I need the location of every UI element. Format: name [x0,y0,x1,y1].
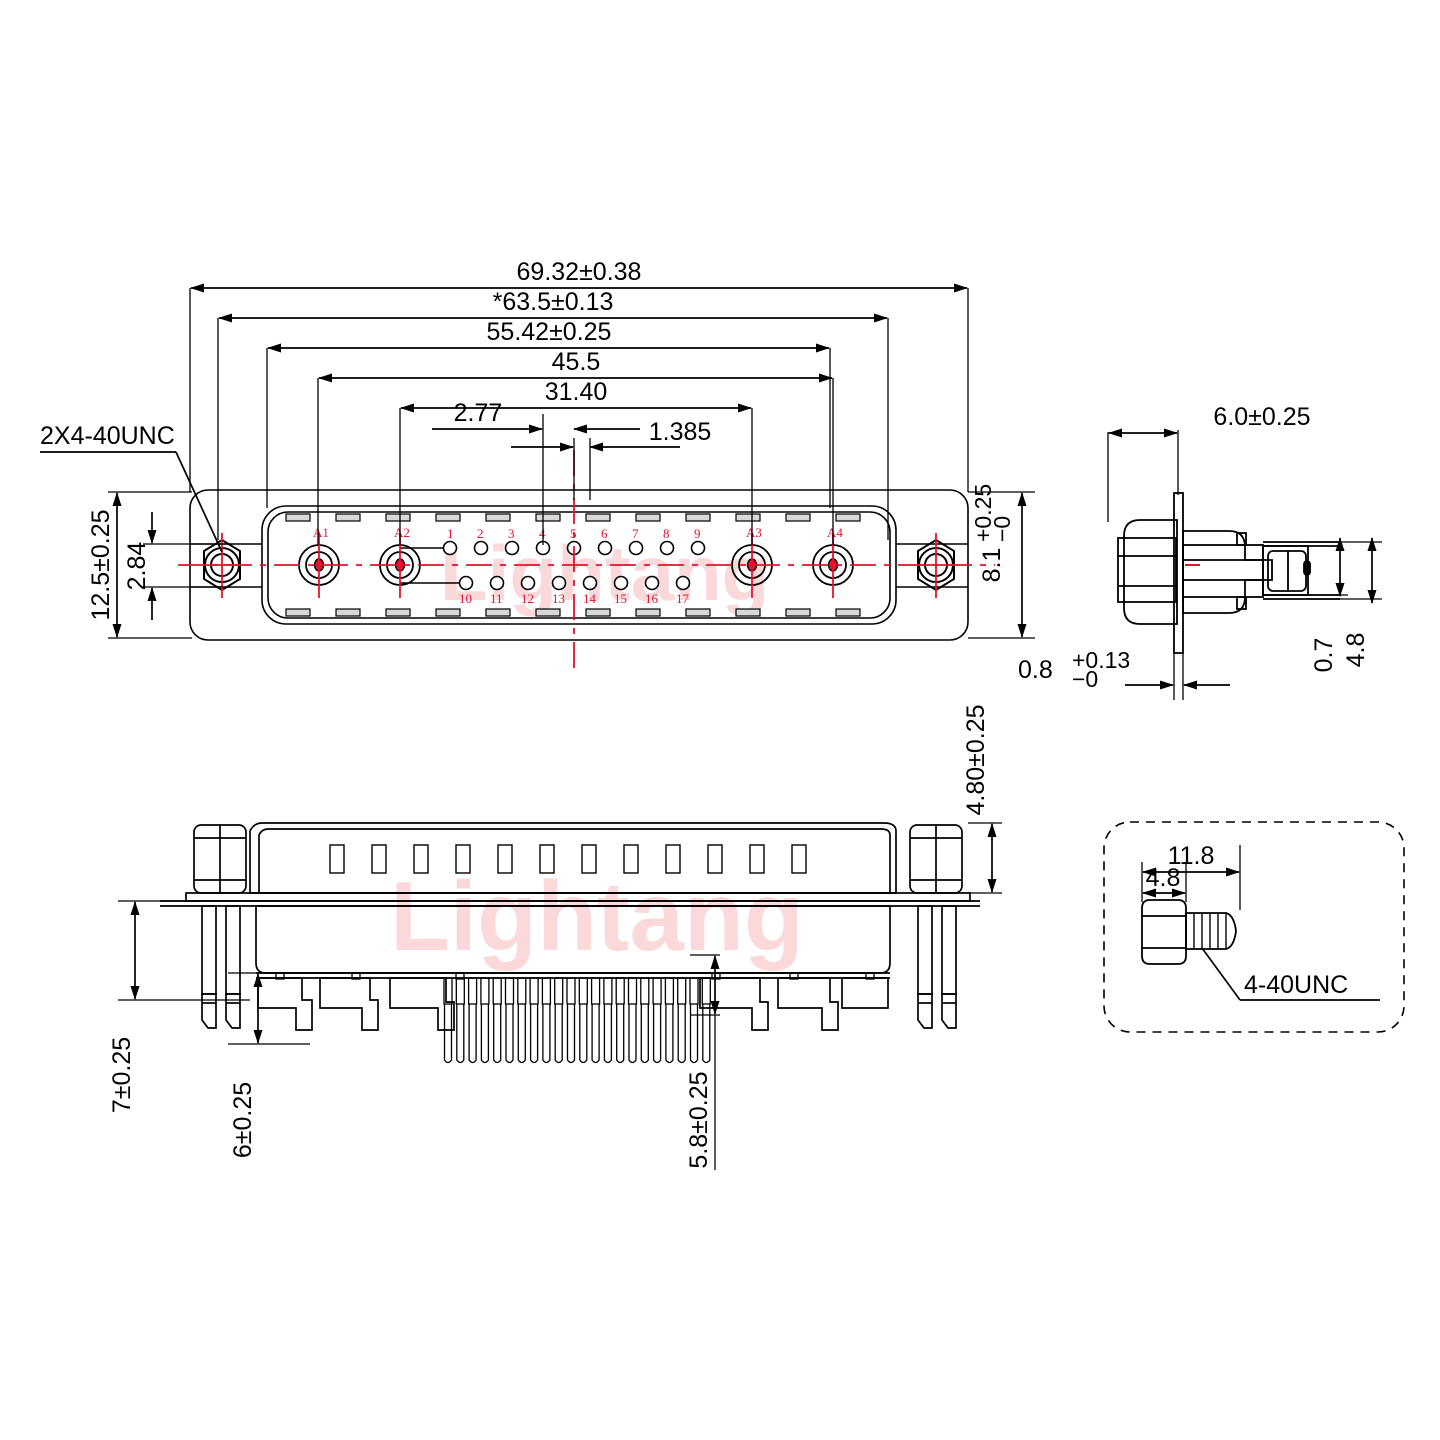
front-left-vert-dims [108,491,230,639]
pin-label-3: 3 [508,526,515,541]
pin-label-8: 8 [663,526,670,541]
dim-text-5-8: 5.8±0.25 [685,1071,713,1168]
callout-text-4-40unc: 4-40UNC [1244,971,1348,999]
dim-text-8-1-group: 8.1 +0.25 −0 [970,484,1015,583]
dim-text-8-1: 8.1 [978,548,1006,583]
pin-label-11: 11 [490,591,503,606]
dim-text-45-5: 45.5 [552,348,601,376]
dim-text-0-7: 0.7 [1310,638,1338,673]
bottom-view-jackscrew-left [193,824,247,1029]
bottom-view-geometry [160,822,980,1031]
signal-pin-holes [442,540,706,591]
dim-text-69-32: 69.32±0.38 [517,258,642,286]
dim-text-12-5: 12.5±0.25 [87,509,115,620]
dim-text-4-80: 4.80±0.25 [962,704,990,815]
dim-text-55-42: 55.42±0.25 [487,318,612,346]
pin-label-a2: A2 [394,525,410,540]
dim-text-63-5: *63.5±0.13 [493,288,614,316]
pin-label-17: 17 [676,591,690,606]
pin-label-6: 6 [601,526,608,541]
side-view-dims [1107,428,1382,700]
bottom-view-dims [118,822,1002,1170]
pin-label-15: 15 [614,591,627,606]
dim-text-4-8-screw: 4.8 [1146,864,1181,892]
pin-label-7: 7 [632,526,639,541]
dim-text-31-40: 31.40 [545,378,608,406]
bottom-view-jackscrew-right [909,824,963,1029]
front-right-vert-dim [968,491,1035,639]
screw-detail-box [1103,821,1405,1033]
dim-text-6-0: 6.0±0.25 [1213,403,1310,431]
pin-label-a4: A4 [827,525,843,540]
dim-text-1-385: 1.385 [649,418,712,446]
dim-text-8-1-tol-upper: +0.25 [970,484,996,542]
watermark: Lightang Lightang [390,529,804,971]
dim-text-11-8: 11.8 [1168,842,1215,870]
front-dim-lines [190,283,968,500]
pin-label-13: 13 [552,591,565,606]
front-dim-text-group: 69.32±0.38 *63.5±0.13 55.42±0.25 45.5 31… [454,258,712,446]
dim-text-0-8: 0.8 [1018,656,1053,684]
dim-text-0-8-tol-upper: +0.13 [1072,647,1130,673]
bottom-view-pins [443,977,711,1064]
dim-text-2-77: 2.77 [454,399,503,427]
callout-2x4-40unc [40,451,223,553]
callout-text-2x4-40unc: 2X4-40UNC [40,422,175,450]
pin-label-9: 9 [694,526,701,541]
pin-label-2: 2 [477,526,484,541]
pin-label-10: 10 [459,591,472,606]
pin-label-12: 12 [521,591,534,606]
pin-label-14: 14 [583,591,597,606]
dim-text-8-1-tol-lower: −0 [989,516,1015,542]
pin-label-16: 16 [645,591,659,606]
pin-label-a3: A3 [746,525,762,540]
dim-text-7: 7±0.25 [108,1037,136,1113]
screw-detail-geometry [1141,899,1237,965]
dim-text-0-8-tol-lower: −0 [1072,666,1098,692]
dim-text-2-84: 2.84 [123,542,151,591]
front-dim-extension-lines [189,288,969,545]
dim-text-4-8-side: 4.8 [1342,633,1370,668]
dim-text-6: 6±0.25 [229,1082,257,1158]
pin-label-1: 1 [447,526,454,541]
side-view-geometry [1117,492,1340,654]
screw-detail-dims [1141,845,1380,1001]
dim-text-0-8-group: 0.8 +0.13 −0 [1018,647,1130,692]
watermark-text-bottom: Lightang [390,861,804,971]
pin-label-a1: A1 [313,525,329,540]
pin-leader-lines [400,547,460,584]
